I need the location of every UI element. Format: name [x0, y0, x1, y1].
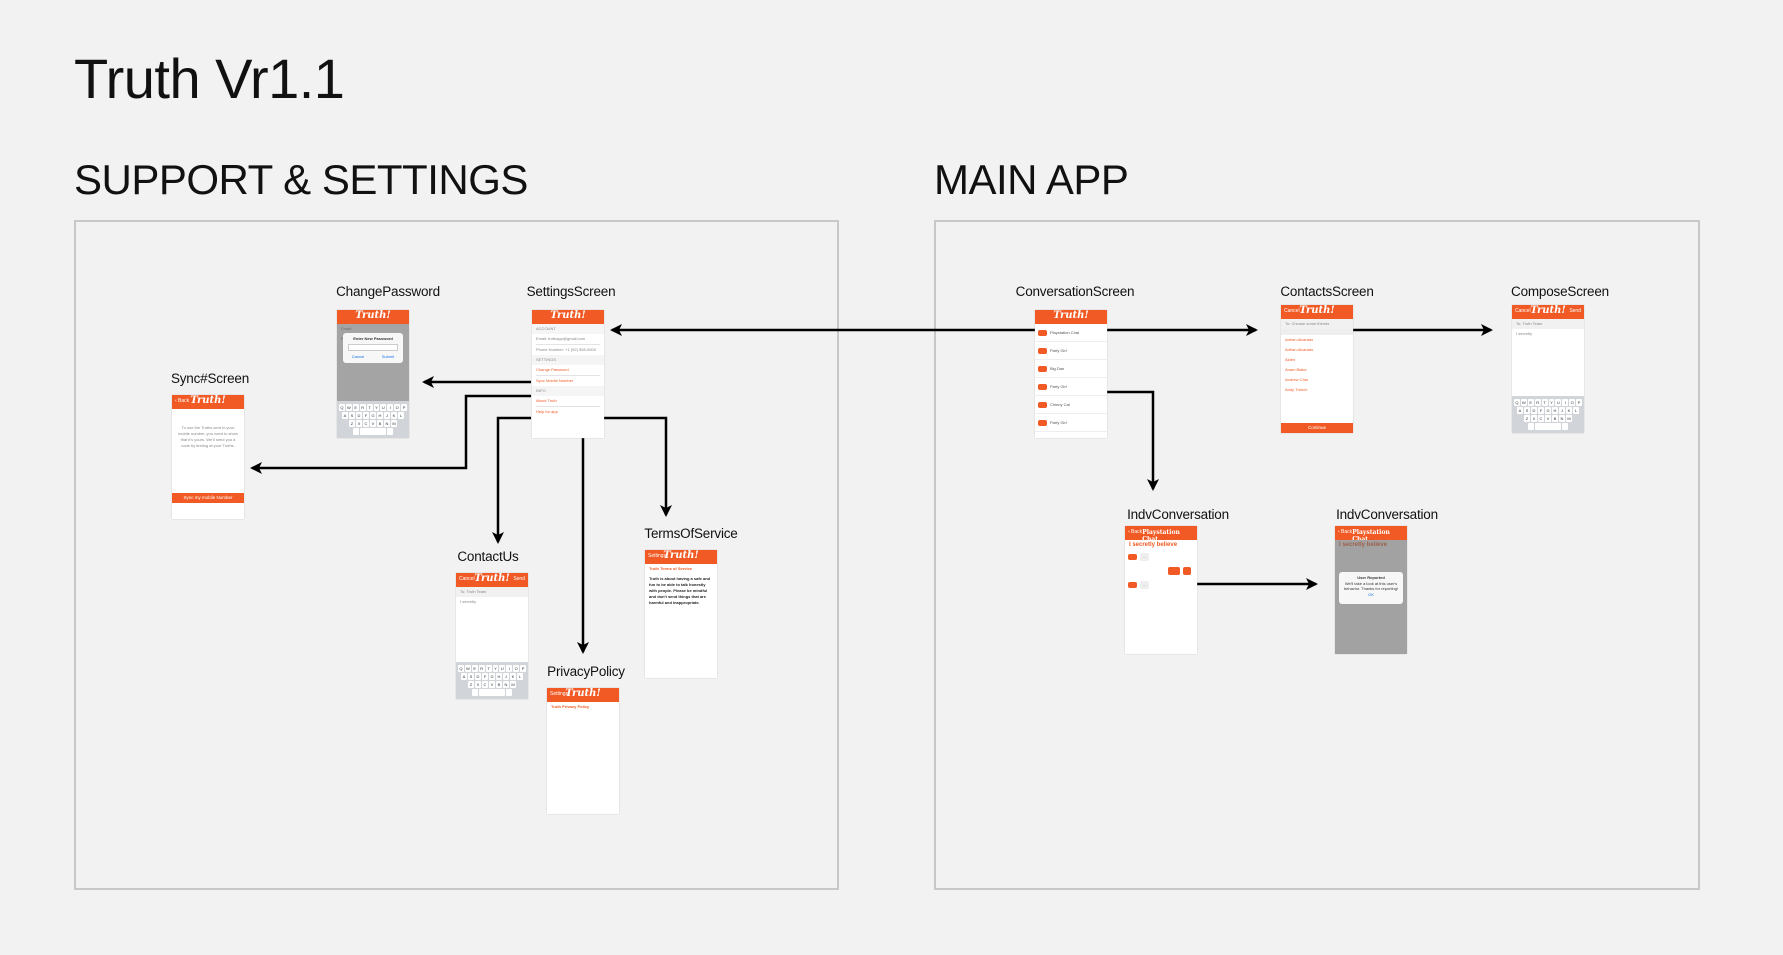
arrow-settings-to-terms: [603, 416, 672, 517]
section-title-support: SUPPORT & SETTINGS: [74, 156, 528, 203]
label-settings-screen: SettingsScreen: [526, 284, 616, 299]
label-terms-of-service: TermsOfService: [644, 526, 738, 541]
settings-screen-thumbnail: Truth! ACCOUNT Email: truthapp@gmail.com…: [532, 310, 604, 438]
arrow-settings-to-contactus: [492, 416, 531, 544]
section-title-main-app: MAIN APP: [934, 156, 1129, 203]
label-contact-us: ContactUs: [457, 549, 519, 564]
label-contacts-screen: ContactsScreen: [1280, 284, 1374, 299]
arrow-conversation-to-indv: [1107, 390, 1159, 491]
label-privacy-policy: PrivacyPolicy: [547, 664, 625, 679]
label-compose-screen: ComposeScreen: [1511, 284, 1609, 299]
label-change-password: ChangePassword: [336, 284, 440, 299]
support-settings-panel: [74, 220, 839, 890]
label-indv-conversation-1: IndvConversation: [1127, 507, 1229, 522]
arrow-settings-to-sync: [250, 394, 531, 474]
label-sync-screen: Sync#Screen: [170, 371, 250, 386]
page-title: Truth Vr1.1: [74, 47, 345, 110]
change-password-thumbnail: Truth! Email: Phone Number: Enter New Pa…: [337, 310, 409, 438]
conversation-screen-thumbnail: Truth! Playstation Chat Party Girl Big D…: [1035, 310, 1107, 438]
report-alert: User Reported We'll take a look at this …: [1339, 572, 1403, 604]
main-app-panel: [934, 220, 1700, 890]
label-conversation-screen: ConversationScreen: [1015, 284, 1135, 299]
label-indv-conversation-2: IndvConversation: [1336, 507, 1438, 522]
